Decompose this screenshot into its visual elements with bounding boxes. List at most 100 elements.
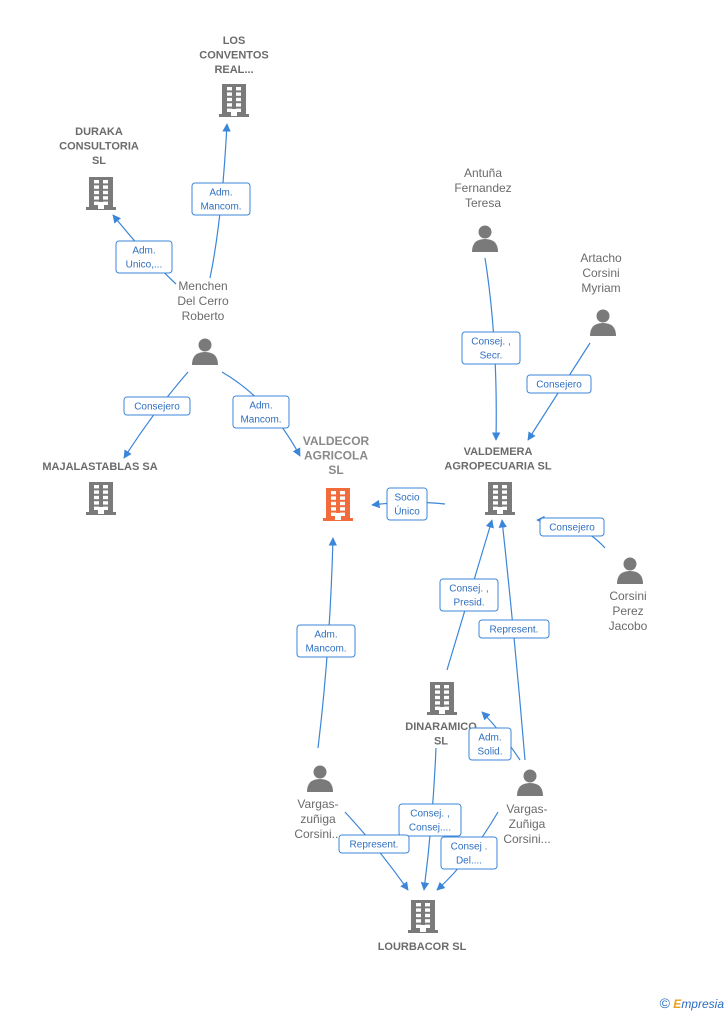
relation-label[interactable]: Consej. , Consej.... xyxy=(398,803,462,837)
node-label-line: DURAKA xyxy=(75,126,123,138)
relation-label-text: Adm. xyxy=(132,246,155,257)
node-label-line: Vargas- xyxy=(506,802,547,816)
relation-label[interactable]: Consej. , Presid. xyxy=(439,578,499,612)
relation-label[interactable]: Adm.Mancom. xyxy=(191,182,251,216)
relation-label-text: Consejero xyxy=(549,523,595,534)
node-label-line: LOS xyxy=(223,35,246,47)
node-valdemera[interactable]: VALDEMERA AGROPECUARIA SL xyxy=(444,446,552,515)
node-label-line: Antuña xyxy=(464,166,502,180)
person-icon xyxy=(472,225,498,252)
node-label-line: SL xyxy=(328,463,343,477)
node-duraka[interactable]: DURAKA CONSULTORIA SL xyxy=(59,126,139,210)
node-label-line: Corsini... xyxy=(294,827,341,841)
brand-watermark: © Empresia xyxy=(660,995,724,1011)
node-label-line: SL xyxy=(92,155,106,167)
relation-label[interactable]: Adm. Mancom. xyxy=(232,395,290,429)
relation-label-text: Represent. xyxy=(350,840,399,851)
building-icon xyxy=(86,177,116,210)
node-vargas-right[interactable]: Vargas-ZuñigaCorsini... xyxy=(503,769,551,847)
relation-label-text: Secr. xyxy=(480,351,503,362)
node-label-line: zuñiga xyxy=(300,812,336,826)
relation-label-text: Consejero xyxy=(536,380,582,391)
node-label-line: Zuñiga xyxy=(509,817,546,831)
node-label-line: Corsini xyxy=(609,589,646,603)
relation-label-text: Mancom. xyxy=(240,415,281,426)
node-label-line: Teresa xyxy=(465,196,501,210)
node-label-line: Perez xyxy=(612,604,643,618)
node-los-conventos[interactable]: LOS CONVENTOS REAL... xyxy=(199,35,269,117)
node-lourbacor[interactable]: LOURBACOR SL xyxy=(378,900,467,953)
relation-label[interactable]: Consejero xyxy=(123,396,191,416)
relation-label-text: Adm. xyxy=(209,188,232,199)
relation-label-text: Consej. , xyxy=(410,809,449,820)
node-label-line: Vargas- xyxy=(297,797,338,811)
relation-label-text: Mancom. xyxy=(305,644,346,655)
building-icon xyxy=(427,682,457,715)
node-label-line: Menchen xyxy=(178,279,227,293)
person-icon xyxy=(617,557,643,584)
relation-label-text: Consej.... xyxy=(409,823,451,834)
relation-label-text: Consej. , xyxy=(471,337,510,348)
node-label-line: VALDEMERA xyxy=(464,446,533,458)
relation-label[interactable]: Consejero xyxy=(526,374,592,394)
relation-label-text: Adm. xyxy=(478,733,501,744)
edge-vargas-right-to-valdemera xyxy=(498,519,526,761)
relation-label-text: Único xyxy=(394,505,420,518)
relation-label[interactable]: Adm. Mancom. xyxy=(296,624,356,658)
relation-label[interactable]: Adm. Unico,... xyxy=(115,240,173,274)
person-icon xyxy=(517,769,543,796)
building-icon xyxy=(323,488,353,521)
node-label-line: SL xyxy=(434,736,448,748)
relation-label[interactable]: Consej. , Secr. xyxy=(461,331,521,365)
person-icon xyxy=(307,765,333,792)
relation-label-text: Consej . xyxy=(451,842,488,853)
relation-label-text: Consej. , xyxy=(449,584,488,595)
relation-label-text: Socio xyxy=(394,493,419,504)
node-label-line: Fernandez xyxy=(454,181,511,195)
node-dinaramico[interactable]: DINARAMICO SL xyxy=(405,682,477,748)
relation-label-text: Adm. xyxy=(314,630,337,641)
building-icon xyxy=(86,482,116,515)
node-label-line: Roberto xyxy=(182,309,225,323)
relation-label[interactable]: Consejero xyxy=(539,517,605,537)
relation-label[interactable]: Represent. xyxy=(338,834,410,854)
node-label-line: CONVENTOS xyxy=(199,50,268,62)
relation-label-text: Adm. xyxy=(249,401,272,412)
relation-label[interactable]: Represent. xyxy=(478,619,550,639)
node-label-line: Del Cerro xyxy=(177,294,229,308)
node-label-line: REAL... xyxy=(214,64,253,76)
building-icon xyxy=(408,900,438,933)
node-label-line: Corsini... xyxy=(503,832,550,846)
node-label-line: Artacho xyxy=(580,251,622,265)
relation-label-text: Represent. xyxy=(490,625,539,636)
node-label-line: VALDECOR xyxy=(303,434,370,448)
node-label-line: CONSULTORIA xyxy=(59,141,139,153)
node-label-line: MAJALASTABLAS SA xyxy=(42,461,157,473)
node-label-line: AGROPECUARIA SL xyxy=(444,461,551,473)
relation-label-text: Unico,... xyxy=(126,260,163,271)
relation-label-text: Del.... xyxy=(456,856,482,867)
copyright-icon: © xyxy=(659,995,670,1011)
person-icon xyxy=(192,338,218,365)
node-vargas-left[interactable]: Vargas-zuñigaCorsini... xyxy=(294,765,342,842)
node-label-line: Corsini xyxy=(582,266,619,280)
relation-label[interactable]: Consej . Del.... xyxy=(440,836,498,870)
node-label-line: Myriam xyxy=(581,281,620,295)
relation-label-text: Presid. xyxy=(453,598,484,609)
node-majalastablas[interactable]: MAJALASTABLAS SA xyxy=(42,461,158,515)
brand-initial: E xyxy=(673,997,682,1011)
building-icon xyxy=(219,84,249,117)
node-label-line: AGRICOLA xyxy=(304,449,368,463)
person-icon xyxy=(590,309,616,336)
node-label-line: Jacobo xyxy=(609,619,648,633)
node-label-line: DINARAMICO xyxy=(405,721,477,733)
node-label-line: LOURBACOR SL xyxy=(378,941,467,953)
relation-label[interactable]: Adm.Solid. xyxy=(468,727,512,761)
